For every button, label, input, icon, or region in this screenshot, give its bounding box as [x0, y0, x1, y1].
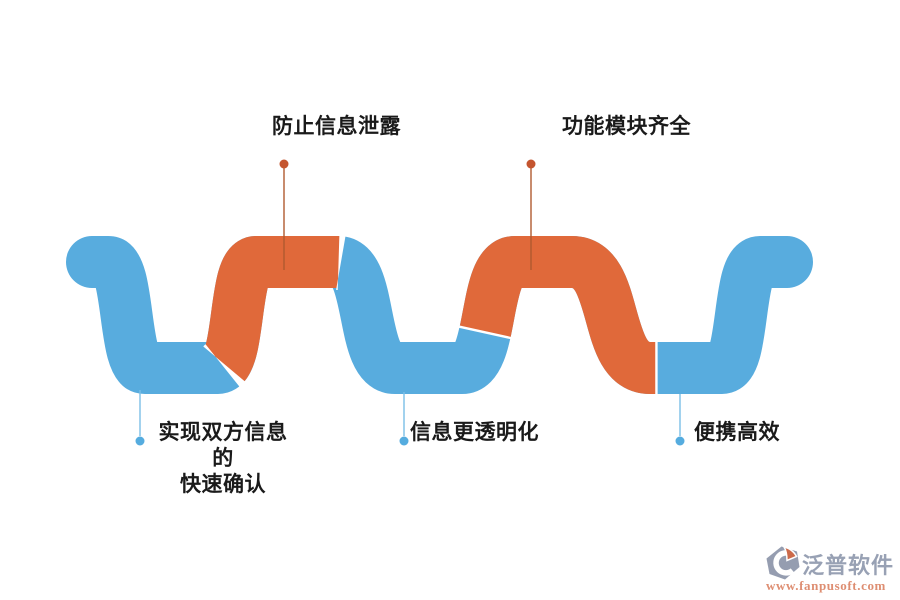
bottom-callout-dot: [135, 436, 145, 446]
label-portable-efficient: 便携高效: [694, 420, 780, 444]
top-callout-dot: [526, 159, 536, 169]
wave-ribbon-blue: [66, 236, 813, 394]
bottom-callout-dot: [675, 436, 685, 446]
label-complete-function-modules: 功能模块齐全: [562, 114, 691, 138]
callout-pointers: [135, 159, 685, 446]
label-quick-mutual-confirmation: 实现双方信息的 快速确认: [158, 420, 288, 496]
top-callout-dot: [279, 159, 289, 169]
bottom-callout-dot: [399, 436, 409, 446]
label-prevent-info-leak: 防止信息泄露: [272, 114, 401, 138]
label-more-transparent-info: 信息更透明化: [410, 420, 539, 444]
